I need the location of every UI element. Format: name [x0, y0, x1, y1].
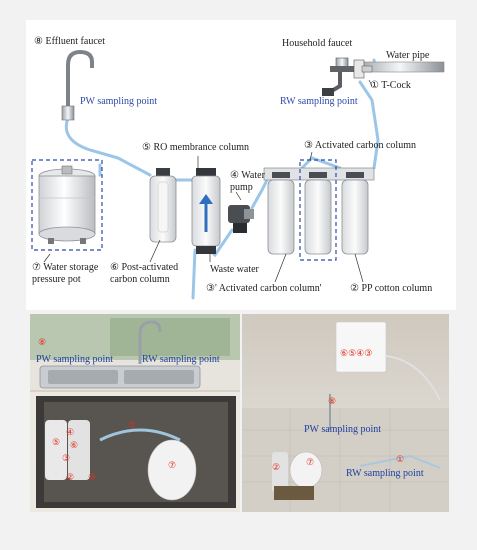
household-faucet-icon — [322, 57, 356, 96]
photo-right-badge-7: ⑦ — [306, 457, 314, 467]
label-water-pipe: Water pipe — [386, 50, 430, 61]
label-waste-water: Waste water — [210, 264, 260, 275]
photo-left-badge-1: ① — [128, 420, 136, 430]
photo-left-badge-6: ⑥ — [70, 440, 78, 450]
photo-left-badge-7: ⑦ — [168, 460, 176, 470]
storage-pot-icon — [38, 165, 96, 244]
label-carbon-prime: ③' Activated carbon column' — [206, 283, 322, 294]
photo-left-rw-sampling: RW sampling point — [142, 354, 220, 365]
t-cock-icon — [353, 59, 373, 79]
carbon-column-box — [299, 159, 337, 261]
photo-right-badge-1: ① — [396, 454, 404, 464]
label-t-cock: ① T-Cock — [370, 80, 411, 91]
photo-left — [30, 314, 240, 512]
photo-right — [242, 314, 449, 512]
photo-right-badge-8: ⑧ — [328, 396, 336, 406]
label-pw-sampling: PW sampling point — [80, 96, 157, 107]
photo-left-pw-sampling: PW sampling point — [36, 354, 113, 365]
photo-right-badge-2: ② — [272, 462, 280, 472]
post-carbon-column-icon — [149, 168, 177, 243]
photo-right-unit-badges: ⑥⑤④③ — [340, 348, 372, 358]
photo-left-badge-2: ② — [66, 472, 74, 482]
photo-right-pw-sampling: PW sampling point — [304, 424, 381, 435]
photo-left-badge-3p: ③ — [88, 472, 96, 482]
label-activated-carbon: ③ Activated carbon column — [304, 140, 416, 151]
leader-lines — [43, 79, 373, 283]
label-effluent-faucet: ⑧ Effluent faucet — [34, 36, 105, 47]
photo-left-badge-3: ③ — [62, 453, 70, 463]
filter-bank-icon — [263, 167, 375, 255]
label-pp-cotton: ② PP cotton column — [350, 283, 432, 294]
label-water-pump-1: ④ Water — [230, 170, 266, 181]
label-storage-pot-1: ⑦ Water storage — [32, 262, 99, 273]
effluent-faucet-icon — [61, 49, 94, 121]
label-post-carbon-2: carbon column — [110, 274, 170, 285]
label-storage-pot-2: pressure pot — [32, 274, 81, 285]
photo-left-badge-8: ⑧ — [38, 337, 46, 347]
photo-right-rw-sampling: RW sampling point — [346, 468, 424, 479]
photo-left-badge-5: ⑤ — [52, 437, 60, 447]
label-post-carbon-1: ⑥ Post-activated — [110, 262, 178, 273]
label-water-pump-2: pump — [230, 182, 253, 193]
label-rw-sampling: RW sampling point — [280, 96, 358, 107]
label-household-faucet: Household faucet — [282, 38, 352, 49]
storage-pot-box — [31, 159, 103, 251]
label-ro-column: ⑤ RO membrance column — [142, 142, 249, 153]
photo-left-badge-4: ④ — [66, 427, 74, 437]
water-pump-icon — [228, 205, 254, 233]
ro-membrane-column-icon — [191, 168, 221, 254]
